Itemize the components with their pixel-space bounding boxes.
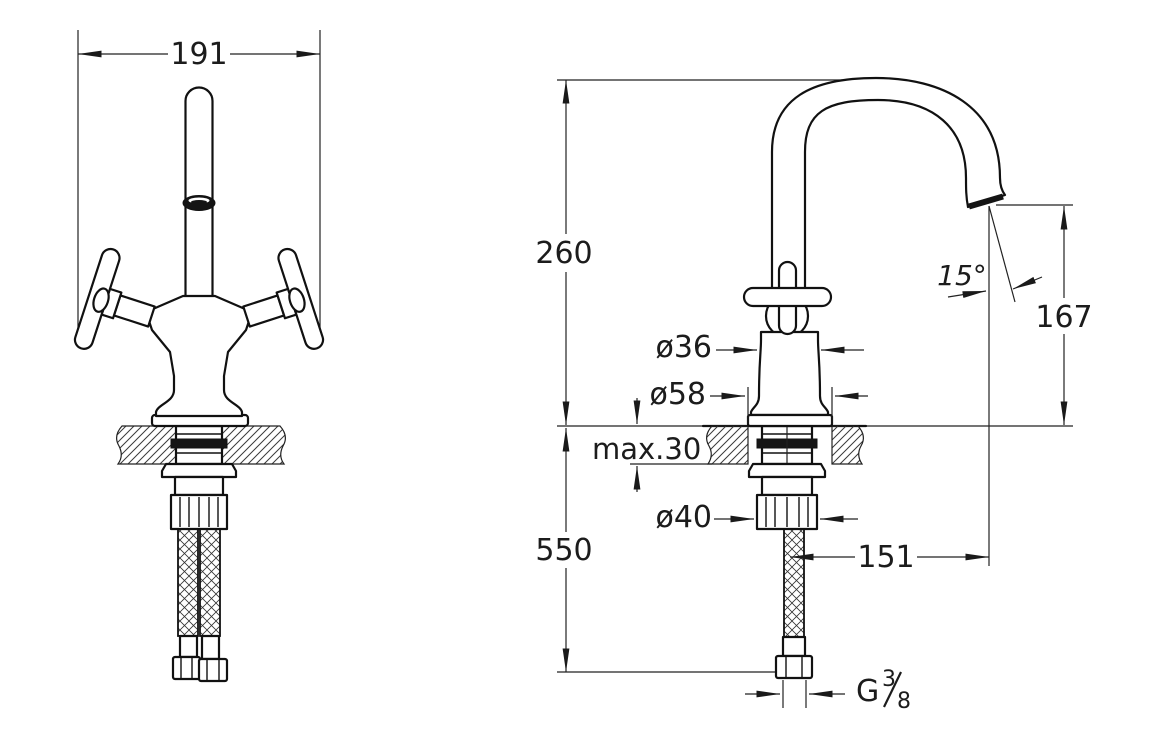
side-view-dimensions: 260 550 167 151 15° max.3 — [535, 80, 1093, 714]
thread-numerator-label: 3 — [882, 667, 896, 692]
overall-width-label: 191 — [170, 37, 227, 72]
dim-overall-height: 550 — [535, 428, 593, 672]
dim-deck-thickness: max.30 — [592, 398, 701, 492]
handle-hub — [288, 287, 306, 313]
faucet-body-front — [144, 294, 254, 418]
shank-flange — [160, 462, 238, 479]
cross-handle-horizontal-bar — [742, 286, 833, 308]
supply-hose-side — [774, 528, 814, 680]
dim-spout-reach: 151 — [790, 540, 989, 575]
mounting-shank — [170, 424, 228, 466]
dim-connection-thread: G 3 8 — [745, 667, 911, 714]
fraction-slash — [883, 671, 902, 708]
shank-neck — [760, 475, 814, 497]
spout-front — [184, 86, 214, 300]
spout-angle-label: 15° — [937, 259, 987, 292]
hose-nut — [774, 654, 814, 680]
base-plate-side — [746, 413, 834, 428]
spout-outlet-opening — [182, 195, 216, 211]
handle-hub — [92, 287, 110, 313]
left-valve-assembly — [73, 247, 156, 350]
hose-ferrule-right — [200, 634, 221, 661]
right-valve-assembly — [242, 247, 325, 350]
mounting-nut — [169, 493, 229, 531]
faucet-body-side — [749, 330, 830, 417]
overall-height-label: 550 — [535, 533, 592, 568]
dim-spout-height: 260 — [535, 80, 593, 425]
dim-base-diameter: ø58 — [649, 377, 868, 424]
spout-height-label: 260 — [535, 236, 592, 271]
dim-body-diameter: ø36 — [655, 330, 864, 365]
dim-overall-width: 191 — [78, 37, 320, 72]
countertop-right-section — [221, 425, 286, 465]
hose-ferrule — [781, 635, 807, 658]
shank-neck — [173, 475, 225, 497]
outlet-height-label: 167 — [1035, 300, 1092, 335]
shank-nut-diameter-label: ø40 — [655, 500, 712, 535]
spout-outlet-tip — [968, 193, 1004, 210]
base-diameter-label: ø58 — [649, 377, 706, 412]
mounting-nut-side — [755, 493, 819, 531]
spout-reach-label: 151 — [857, 540, 914, 575]
countertop-left-section — [706, 425, 749, 465]
countertop-left-section — [116, 425, 177, 465]
body-diameter-label: ø36 — [655, 330, 712, 365]
thread-prefix-label: G — [856, 674, 879, 709]
supply-hoses — [171, 528, 229, 683]
hose-nut-left — [171, 655, 202, 681]
side-view — [557, 76, 1073, 680]
shank-flange — [747, 462, 827, 479]
spout-angle-axis-line — [988, 205, 1016, 303]
hose-nut-right — [197, 657, 229, 683]
thread-denominator-label: 8 — [897, 689, 911, 714]
deck-thickness-label: max.30 — [592, 432, 701, 466]
dim-spout-angle: 15° — [937, 259, 1043, 299]
countertop-right-section — [831, 425, 864, 465]
dim-shank-nut-diameter: ø40 — [655, 500, 858, 535]
seal-washer — [170, 438, 228, 449]
front-view: 191 — [73, 30, 325, 683]
hose-ferrule-left — [178, 634, 199, 659]
dim-outlet-height: 167 — [1035, 206, 1093, 425]
